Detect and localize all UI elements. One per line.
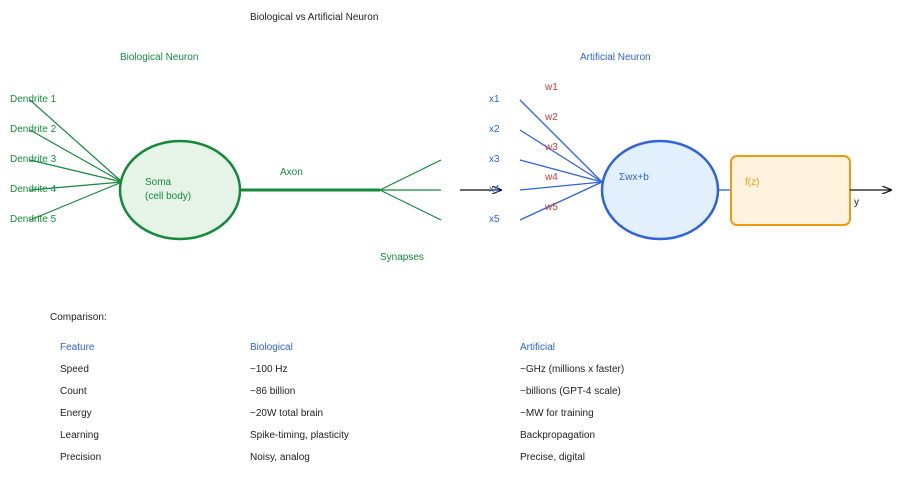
table-cell-biological: ~86 billion: [250, 386, 295, 397]
weight-label-2: w2: [544, 112, 558, 123]
soma-sublabel: (cell body): [145, 191, 191, 202]
input-label-3: x3: [489, 154, 500, 165]
dendrite-line-4: [29, 181, 123, 191]
input-lines: [519, 99, 603, 221]
soma-label: Soma: [145, 177, 172, 188]
table-row: Speed ~100 Hz ~GHz (millions x faster): [60, 364, 624, 375]
table-header-biological: Biological: [250, 342, 293, 353]
table-cell-feature: Count: [60, 386, 87, 397]
table-cell-biological: Noisy, analog: [250, 452, 310, 463]
synapse-branch-bottom: [379, 189, 442, 221]
dendrite-lines: [29, 99, 123, 221]
input-label-1: x1: [489, 94, 500, 105]
activation-function-label: f(z): [745, 177, 759, 188]
comparison-heading: Comparison:: [50, 312, 107, 323]
table-cell-artificial: Backpropagation: [520, 430, 595, 441]
synapse-terminals: [379, 159, 442, 221]
table-row: Precision Noisy, analog Precise, digital: [60, 452, 585, 463]
table-row: Energy ~20W total brain ~MW for training: [60, 408, 594, 419]
dendrite-line-5: [29, 181, 123, 221]
weight-label-3: w3: [544, 142, 558, 153]
dendrite-line-2: [29, 129, 123, 183]
dendrite-label-3: Dendrite 3: [10, 154, 57, 165]
input-line-3: [519, 159, 603, 183]
input-label-4: x4: [489, 184, 500, 195]
synapses-label: Synapses: [380, 252, 424, 263]
soma-cell-body: [118, 139, 242, 241]
dendrite-label-1: Dendrite 1: [10, 94, 57, 105]
dendrite-label-2: Dendrite 2: [10, 124, 57, 135]
dendrite-line-1: [29, 99, 123, 183]
table-cell-artificial: ~GHz (millions x faster): [520, 364, 624, 375]
dendrite-label-5: Dendrite 5: [10, 214, 57, 225]
table-row: Count ~86 billion ~billions (GPT-4 scale…: [60, 386, 621, 397]
input-line-1: [519, 99, 603, 183]
biological-neuron: Biological Neuron Dendrite 1 Dendrite 2 …: [10, 52, 442, 263]
table-cell-biological: ~20W total brain: [250, 408, 323, 419]
table-cell-biological: Spike-timing, plasticity: [250, 430, 349, 441]
diagram-title: Biological vs Artificial Neuron: [250, 12, 378, 23]
axon-label: Axon: [280, 167, 303, 178]
dendrite-line-3: [29, 159, 123, 183]
input-line-2: [519, 129, 603, 183]
table-cell-biological: ~100 Hz: [250, 364, 288, 375]
table-header-artificial: Artificial: [520, 342, 555, 353]
output-label: y: [854, 197, 859, 208]
artificial-neuron: Artificial Neuron x1 x2 x3 x4 x5 w1 w2 w…: [489, 52, 891, 241]
input-label-2: x2: [489, 124, 500, 135]
summation-node: [600, 139, 720, 241]
weight-label-4: w4: [544, 172, 558, 183]
table-cell-artificial: Precise, digital: [520, 452, 585, 463]
summation-label: Σwx+b: [619, 172, 649, 183]
weight-label-1: w1: [544, 82, 558, 93]
table-cell-feature: Precision: [60, 452, 101, 463]
comparison-table: Comparison: Feature Biological Artificia…: [50, 312, 624, 463]
table-cell-feature: Learning: [60, 430, 99, 441]
artificial-heading: Artificial Neuron: [580, 52, 651, 63]
dendrite-label-4: Dendrite 4: [10, 184, 57, 195]
synapse-branch-top: [379, 159, 442, 191]
table-row: Learning Spike-timing, plasticity Backpr…: [60, 430, 595, 441]
table-cell-artificial: ~billions (GPT-4 scale): [520, 386, 621, 397]
table-cell-feature: Speed: [60, 364, 89, 375]
table-cell-artificial: ~MW for training: [520, 408, 594, 419]
activation-function-box: [730, 155, 851, 226]
input-line-5: [519, 181, 603, 221]
input-label-5: x5: [489, 214, 500, 225]
input-line-4: [519, 181, 603, 191]
table-header-feature: Feature: [60, 342, 95, 353]
table-cell-feature: Energy: [60, 408, 92, 419]
biological-heading: Biological Neuron: [120, 52, 198, 63]
weight-label-5: w5: [544, 202, 558, 213]
